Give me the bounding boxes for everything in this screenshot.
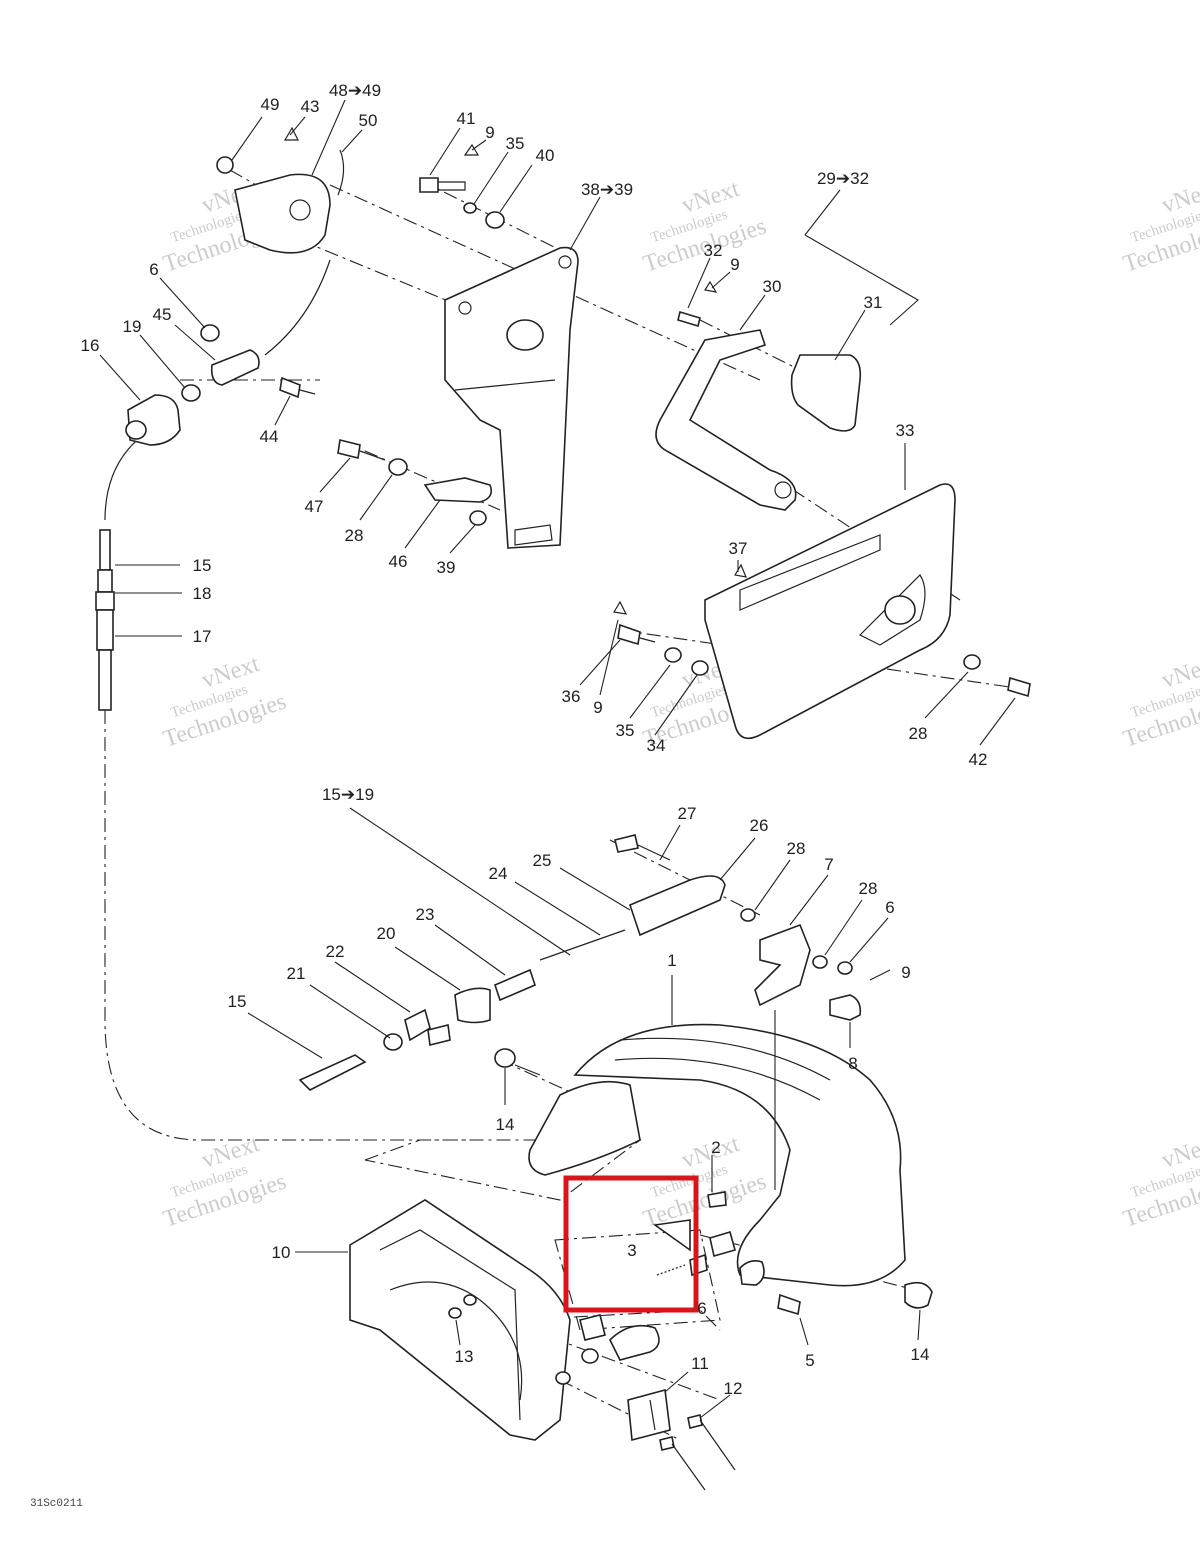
callout-label: 28 <box>909 724 928 743</box>
brake-lever-part <box>655 280 797 511</box>
throttle-cable-part <box>95 529 115 711</box>
callout-label: 25 <box>533 851 552 870</box>
brake-bracket-part <box>444 246 579 549</box>
callout-label: 9 <box>730 255 739 274</box>
leader-lines <box>99 99 1016 1419</box>
lever-pad-part <box>790 354 862 432</box>
callout-label: 9 <box>593 698 602 717</box>
callout-label: 3 <box>627 1241 636 1260</box>
cable-end-parts <box>125 324 316 446</box>
callout-label: 7 <box>824 855 833 874</box>
callout-label: 35 <box>506 134 525 153</box>
callout-label: 16 <box>81 336 100 355</box>
watermark: vNext Technologies Technologies <box>160 651 289 753</box>
callout-label: 10 <box>272 1243 291 1262</box>
callout-label: 48➔49 <box>329 81 381 100</box>
callout-label: 14 <box>496 1115 515 1134</box>
callout-label: 14 <box>911 1345 930 1364</box>
switch-parts <box>627 1388 736 1491</box>
callout-label: 8 <box>848 1054 857 1073</box>
callout-label: 13 <box>455 1347 474 1366</box>
watermark: vNext Technologies Technologies <box>160 1131 289 1233</box>
callout-label: 19 <box>123 317 142 336</box>
callout-label: 32 <box>704 241 723 260</box>
highlight-box <box>563 1175 699 1313</box>
callout-label: 21 <box>287 964 306 983</box>
callout-label: 36 <box>562 687 581 706</box>
callout-label: 34 <box>647 736 666 755</box>
callout-label: 42 <box>969 750 988 769</box>
callout-label: 37 <box>729 539 748 558</box>
callout-label: 28 <box>345 526 364 545</box>
callout-label: 17 <box>193 627 212 646</box>
callout-label: 46 <box>389 552 408 571</box>
callout-label: 15 <box>228 992 247 1011</box>
callout-label: 28 <box>787 839 806 858</box>
callout-label: 40 <box>536 146 555 165</box>
callout-label: 12 <box>724 1379 743 1398</box>
callout-label: 9 <box>485 123 494 142</box>
spring-detail-part <box>652 1191 933 1316</box>
callout-label: 39 <box>437 558 456 577</box>
callout-label: 27 <box>678 804 697 823</box>
mounting-parts-top <box>337 439 493 526</box>
callout-label: 1 <box>667 951 676 970</box>
callout-labels: 49 43 48➔49 50 41 9 35 40 38➔39 29➔32 32… <box>81 81 988 1398</box>
watermark: vNext Technologies Technologies <box>640 176 769 278</box>
callout-label: 33 <box>896 421 915 440</box>
callout-label: 6 <box>885 898 894 917</box>
callout-label: 6 <box>149 260 158 279</box>
callout-label: 26 <box>750 816 769 835</box>
callout-label: 30 <box>763 277 782 296</box>
callout-label: 28 <box>859 879 878 898</box>
callout-label: 44 <box>260 427 279 446</box>
throttle-housing-part <box>216 126 345 254</box>
callout-label: 45 <box>153 305 172 324</box>
brake-base-part <box>349 1199 660 1441</box>
callout-label: 38➔39 <box>581 180 633 199</box>
callout-label: 49 <box>261 95 280 114</box>
lower-cable-assembly <box>298 834 862 1091</box>
callout-label: 15 <box>193 556 212 575</box>
callout-label: 20 <box>377 924 396 943</box>
callout-label: 9 <box>901 963 910 982</box>
screw-washer-set <box>419 143 505 229</box>
callout-label: 5 <box>805 1351 814 1370</box>
mounting-parts-mid <box>613 600 1031 698</box>
callout-label: 35 <box>616 721 635 740</box>
callout-label: 47 <box>305 497 324 516</box>
brake-housing-part <box>494 1023 906 1287</box>
diagram-code: 31Sc0211 <box>30 1498 83 1510</box>
callout-label: 6 <box>697 1299 706 1318</box>
callout-label: 22 <box>326 942 345 961</box>
callout-label: 50 <box>359 111 378 130</box>
callout-label: 41 <box>457 109 476 128</box>
watermark: vNext Technologies Technologies <box>1120 651 1200 753</box>
callout-label: 29➔32 <box>817 169 869 188</box>
callout-label: 31 <box>864 293 883 312</box>
callout-label: 11 <box>691 1354 709 1373</box>
watermark: vNext Technologies Technologies <box>1120 1131 1200 1233</box>
handlebar-cover-part <box>704 483 956 740</box>
callout-label: 18 <box>193 584 212 603</box>
callout-label: 43 <box>301 97 320 116</box>
watermark: vNext Technologies Technologies <box>1120 176 1200 278</box>
callout-label: 15➔19 <box>322 785 374 804</box>
parts <box>95 126 1031 1491</box>
callout-label: 2 <box>711 1138 720 1157</box>
callout-label: 23 <box>416 905 435 924</box>
callout-label: 24 <box>489 864 508 883</box>
